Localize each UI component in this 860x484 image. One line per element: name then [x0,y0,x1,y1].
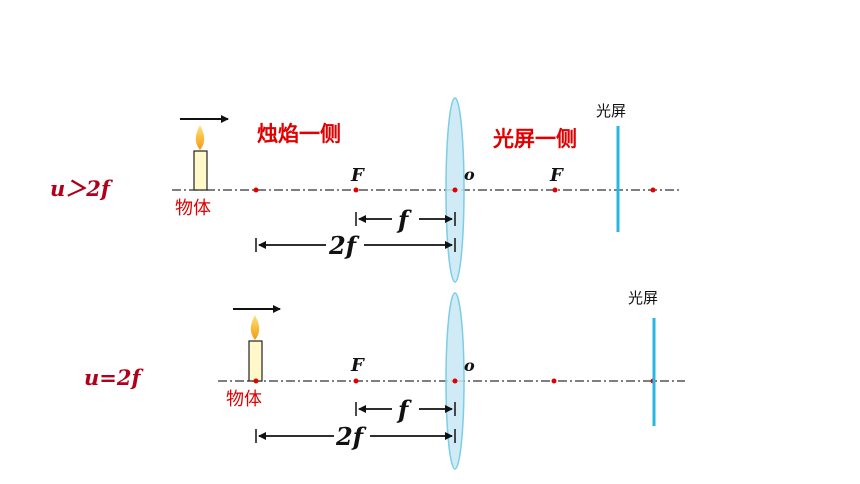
condition-label: u＞2f [50,176,114,201]
condition-label: u=2f [84,365,144,390]
candle-body [193,150,208,191]
flame-side-label: 烛焰一侧 [257,122,341,146]
point-2f-left [253,187,259,193]
dimension-f: f [355,395,456,424]
point-optical-center [452,187,458,193]
diagram-u-equals-2f: u=2f 物体 光屏 F o f 2f [84,289,685,470]
object-label: 物体 [226,389,262,410]
candle-object [248,315,263,382]
point-f-right [552,187,558,193]
dimension-f-label: f [396,205,412,234]
screen-label: 光屏 [596,102,626,120]
point-f-right [551,378,557,384]
focus-left-label: F [350,165,365,186]
dimension-2f: 2f [255,231,456,260]
diagram-u-greater-2f: u＞2f 物体 烛焰一侧 光屏一侧 光屏 F F o f 2f [50,97,680,283]
candle-flame [195,125,205,150]
focus-left-label: F [350,355,365,376]
optical-center-label: o [464,165,475,184]
screen-label: 光屏 [628,289,658,307]
point-f-left [353,378,359,384]
dimension-f-label: f [396,395,412,424]
point-2f-right [650,187,656,193]
dimension-2f: 2f [255,422,456,451]
candle-body [248,340,263,382]
screen-side-label: 光屏一侧 [492,127,577,151]
focus-right-label: F [549,165,564,186]
dimension-f: f [355,205,456,234]
candle-flame [250,315,260,340]
dimension-2f-label: 2f [335,422,367,451]
object-label: 物体 [175,198,211,219]
optical-center-label: o [464,356,475,375]
point-optical-center [452,378,458,384]
point-f-left [353,187,359,193]
candle-object [193,125,208,191]
point-2f-left [253,378,259,384]
dimension-2f-label: 2f [328,231,360,260]
